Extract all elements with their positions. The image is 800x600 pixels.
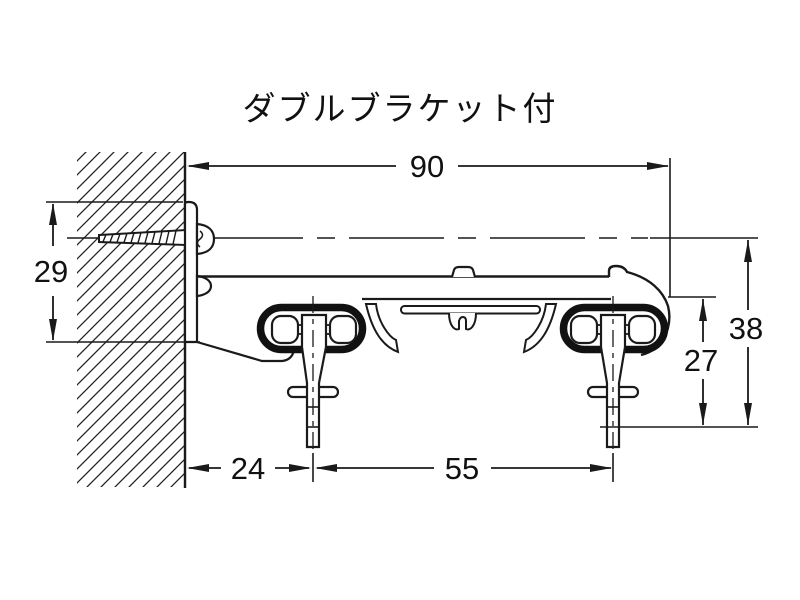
dimension-24-label: 24 xyxy=(231,451,265,486)
dimension-29-label: 29 xyxy=(34,254,68,289)
screw-head-slot xyxy=(196,230,204,248)
arrowhead xyxy=(289,464,311,472)
front-runner xyxy=(270,313,358,449)
front-runner-stem xyxy=(300,313,328,449)
dimension-plate-height: 29 xyxy=(34,201,200,343)
arrowhead xyxy=(187,464,209,472)
top-clip xyxy=(450,265,477,278)
wall-hatching xyxy=(77,152,185,487)
left-web-wedge xyxy=(364,303,400,354)
arrowhead xyxy=(699,403,707,425)
web-strip xyxy=(400,305,541,315)
arrowhead xyxy=(699,299,707,321)
dimension-total-depth: 90 xyxy=(187,149,671,297)
dimension-90-label: 90 xyxy=(410,149,444,184)
center-hook xyxy=(448,312,477,331)
wall-section xyxy=(77,152,187,488)
arrowhead xyxy=(49,203,57,225)
runner-centerlines xyxy=(312,296,614,450)
rear-runner-glide-left xyxy=(569,314,599,345)
arrowhead xyxy=(49,319,57,341)
dimension-27-label: 27 xyxy=(684,343,718,378)
front-runner-glide-left xyxy=(270,314,300,345)
dimension-bottom-row: 24 55 xyxy=(187,451,614,486)
arrowhead xyxy=(315,464,337,472)
arrowhead xyxy=(590,464,612,472)
dimension-55-label: 55 xyxy=(445,451,479,486)
arrowhead xyxy=(744,403,752,425)
rear-runner-glide-right xyxy=(627,314,657,345)
dimension-38-label: 38 xyxy=(729,311,763,346)
arrowhead xyxy=(744,240,752,262)
arrowhead xyxy=(647,162,669,170)
plate-body xyxy=(183,200,199,344)
right-web-wedge xyxy=(522,303,558,354)
dimension-rail-to-hook: 27 xyxy=(668,296,718,425)
wall-plate xyxy=(183,200,216,344)
arrowhead xyxy=(187,162,209,170)
screw-threads xyxy=(102,230,177,245)
drawing-title: ダブルブラケット付 xyxy=(242,90,558,127)
lower-boss xyxy=(195,274,213,298)
dimension-overall-drop: 38 xyxy=(600,237,763,428)
front-runner-glide-right xyxy=(328,314,358,345)
